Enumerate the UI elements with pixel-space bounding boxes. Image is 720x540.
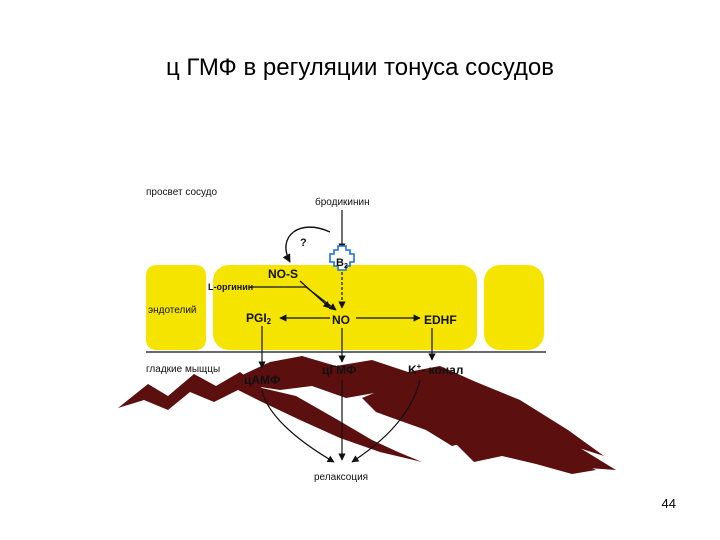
endothelium-cell-center [213, 265, 477, 350]
endothelium-cell-left [146, 265, 206, 350]
label-pgi2: PGI2 [246, 311, 272, 326]
label-relaxation: релаксоция [314, 472, 368, 483]
label-b2: B2 [336, 257, 348, 270]
label-lumen: просвет сосудо [146, 187, 218, 198]
label-k-channel: K+- конал [408, 362, 463, 377]
label-bradykinin: бродикинин [315, 196, 370, 208]
label-camp: цАМФ [244, 373, 280, 387]
label-endothelium: эндотелий [148, 305, 197, 316]
smooth-muscle-bolt-middle [236, 356, 604, 456]
smooth-muscle-bolt-left [118, 372, 422, 462]
label-edhf: EDHF [424, 313, 457, 327]
label-arginine: L-оргинин [208, 282, 253, 292]
label-cgmp: цГМФ [322, 363, 356, 377]
label-smooth-muscle: гладкие мыщцы [146, 364, 220, 375]
slide-title: ц ГМФ в регуляции тонуса сосудов [165, 54, 555, 81]
arrow-nos-no [299, 280, 331, 309]
label-nos: NO-S [268, 267, 298, 281]
smooth-muscle-bolt-right [362, 384, 616, 470]
b2-receptor-icon [329, 245, 355, 271]
label-question: ? [300, 237, 307, 249]
label-no: NO [332, 313, 350, 327]
arrow-receptor-nos [282, 226, 331, 263]
page-number: 44 [661, 496, 676, 511]
endothelium-cell-right [484, 265, 544, 350]
smooth-muscle-bolt-lower [452, 428, 596, 474]
arrow-k-relaxation [351, 379, 421, 463]
arrow-camp-relaxation [261, 389, 335, 463]
